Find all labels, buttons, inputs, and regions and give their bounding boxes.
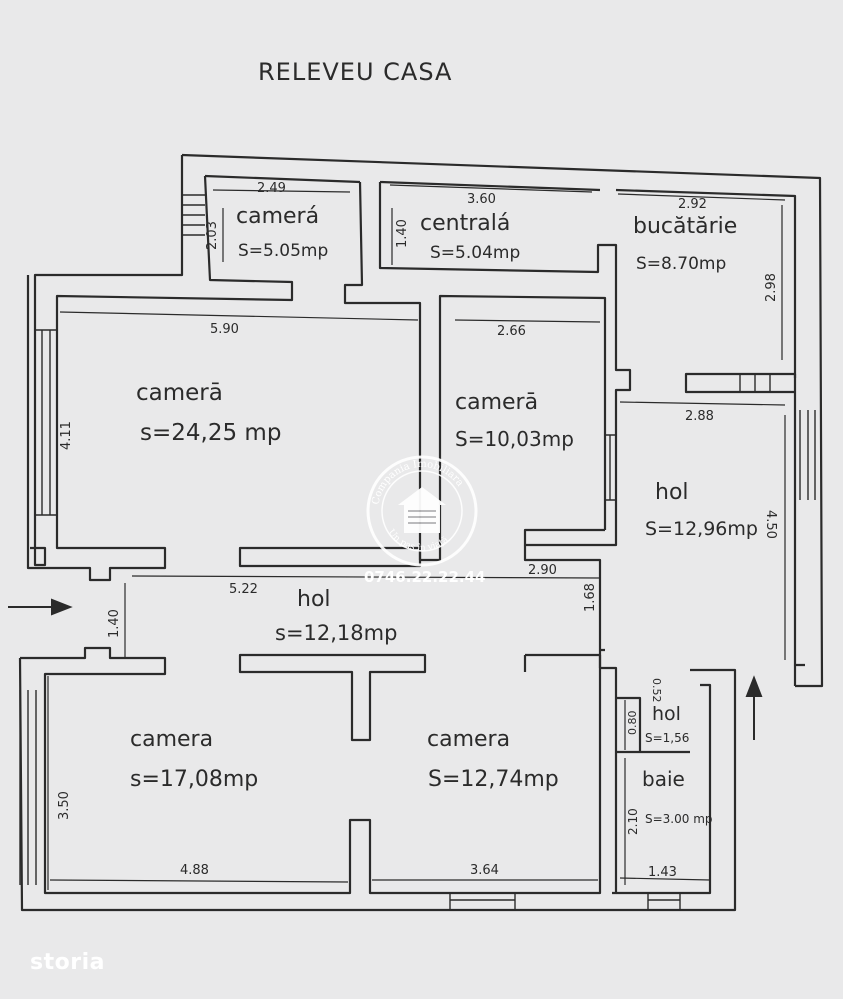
dimension-label: 5.90: [210, 322, 239, 337]
storia-logo: storia: [30, 950, 105, 975]
dimension-label: 1.68: [583, 583, 598, 612]
dimension-label: 3.60: [467, 192, 496, 207]
room-area: S=10,03mp: [455, 427, 574, 451]
dimension-label: 2.92: [678, 197, 707, 212]
window-hall-mid: [605, 434, 617, 501]
dimension-label: 2.49: [257, 181, 286, 196]
room-label: camerá: [236, 204, 319, 229]
dimension-label: 2.90: [528, 563, 557, 578]
dimension-label: 1.40: [395, 219, 410, 248]
wall-top-outer: [181, 153, 824, 688]
window-small-room: [182, 194, 205, 236]
plan-title: RELEVEU CASA: [258, 58, 453, 86]
wall-bath: [18, 657, 737, 912]
room-area: S=3.00 mp: [645, 812, 713, 826]
dimension-label: 4.88: [180, 863, 209, 878]
room-area: s=24,25 mp: [140, 420, 281, 446]
wall-hall-lower: [20, 646, 602, 895]
window-bottom-bath: [647, 893, 681, 911]
window-left-bottom: [19, 690, 46, 885]
room-label: camerā: [136, 380, 223, 406]
dimension-label: 3.50: [57, 791, 72, 820]
room-label: camera: [130, 727, 213, 752]
wall-centrala: [343, 181, 607, 562]
dimension-label: 5.22: [229, 582, 258, 597]
room-label: bucătărie: [633, 214, 737, 239]
window-left-top: [34, 329, 57, 516]
window-kitchen: [739, 374, 771, 392]
wall-T: [238, 653, 427, 742]
room-area: s=12,18mp: [275, 621, 397, 645]
room-label: hol: [655, 480, 689, 505]
room-label: hol: [297, 587, 331, 612]
window-bottom-mid: [449, 893, 516, 911]
wall-small-room: [26, 155, 294, 582]
room-label: hol: [652, 703, 681, 725]
wall-top-inner: [204, 174, 797, 378]
dimension-label: 0.52: [650, 678, 663, 703]
dimension-label: 2.98: [764, 273, 779, 302]
dimension-label: 4.11: [59, 421, 74, 450]
dimension-label: 2.66: [497, 324, 526, 339]
dimension-label: 2.03: [205, 221, 220, 250]
dimension-label: 4.50: [763, 510, 778, 539]
room-label: baie: [642, 767, 685, 791]
room-label: centralá: [420, 211, 510, 236]
dimension-label: 0.80: [626, 711, 639, 736]
dimension-label: 1.43: [648, 865, 677, 880]
room-area: s=17,08mp: [130, 767, 258, 792]
room-area: S=1,56: [645, 731, 689, 745]
house-icon: [398, 487, 446, 533]
room-area: S=5.04mp: [430, 243, 520, 263]
dimension-label: 1.40: [107, 609, 122, 638]
dimension-label: 3.64: [470, 863, 499, 878]
room-label: camerā: [455, 390, 538, 415]
room-label: camera: [427, 727, 510, 752]
wall-lower-right: [523, 653, 618, 895]
company-seal: Compania Imobiliara Un pas în viață: [366, 455, 478, 567]
room-area: S=12,74mp: [428, 767, 559, 792]
dimension-label: 2.10: [626, 808, 640, 835]
dimension-label: 2.88: [685, 409, 714, 424]
contact-phone: 0746.22.22.44: [364, 568, 486, 586]
room-area: S=12,96mp: [645, 518, 758, 540]
window-right: [799, 410, 816, 500]
room-area: S=5.05mp: [238, 241, 328, 261]
room-area: S=8.70mp: [636, 254, 726, 274]
